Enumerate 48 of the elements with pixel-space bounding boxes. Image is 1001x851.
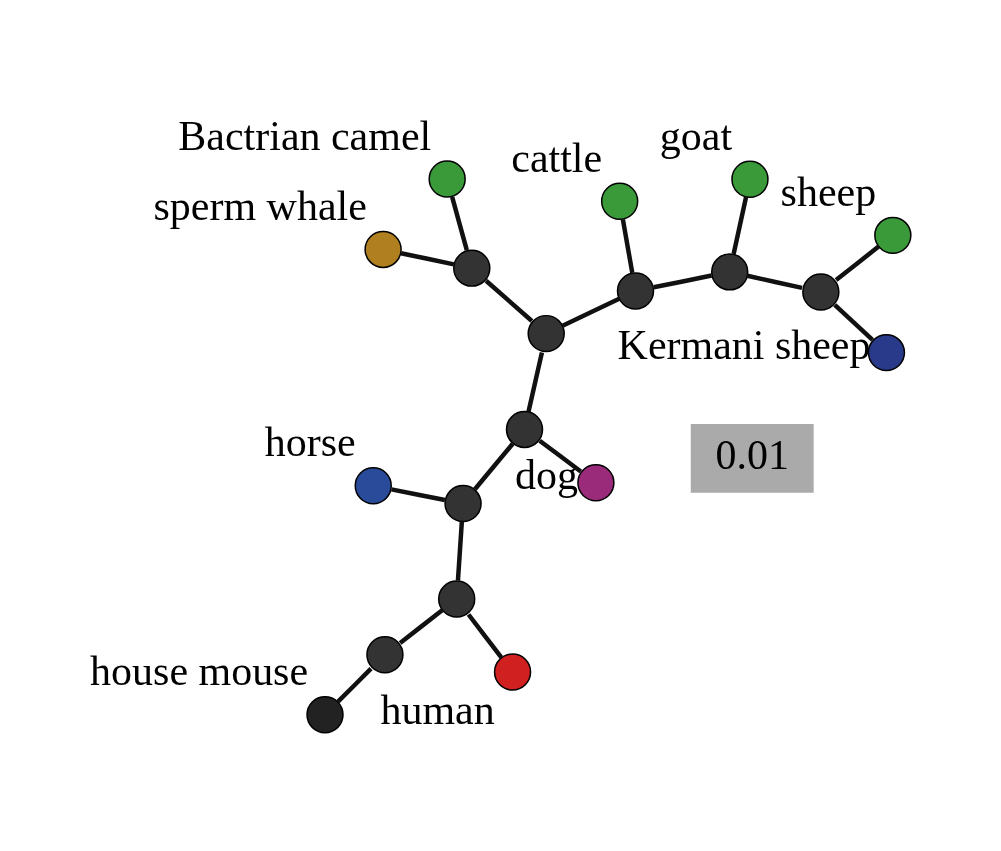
connector — [400, 251, 454, 267]
node-circle — [505, 410, 543, 449]
node-circle — [576, 464, 615, 502]
node-circle — [305, 695, 344, 734]
connector — [484, 279, 533, 323]
node-circle — [710, 253, 748, 291]
node-circle — [730, 160, 769, 199]
connector — [561, 296, 620, 328]
connector — [730, 196, 748, 255]
node-label: Bactrian camel — [177, 112, 431, 159]
node-label: dog — [514, 452, 578, 499]
node-label: Kermani sheep — [617, 322, 870, 369]
connector — [390, 487, 445, 503]
node-circle — [365, 636, 404, 674]
node-circle — [801, 273, 840, 311]
node-circle — [437, 580, 475, 618]
node-circle — [427, 160, 466, 198]
node-circle — [493, 653, 531, 691]
node-circle — [452, 249, 490, 287]
node-circle — [354, 467, 392, 505]
connector — [466, 613, 503, 659]
node-circle — [616, 272, 654, 310]
node-circle — [600, 182, 638, 220]
connector — [398, 608, 444, 645]
node-label: sperm whale — [153, 183, 367, 230]
node-label: house mouse — [89, 648, 308, 695]
label: 0.01 — [714, 432, 789, 479]
node-circle — [526, 314, 565, 353]
node-label: sheep — [780, 168, 876, 215]
node-label: cattle — [510, 134, 602, 181]
connector — [834, 244, 880, 282]
connector — [455, 521, 464, 581]
node-circle — [363, 230, 402, 269]
connector — [537, 438, 582, 474]
connector — [652, 273, 712, 290]
node-label: horse — [264, 419, 356, 466]
connector — [449, 196, 469, 251]
connector — [832, 303, 874, 342]
connector — [620, 219, 634, 274]
connector — [472, 442, 514, 491]
node-circle — [443, 484, 482, 523]
connector — [335, 667, 373, 704]
connector — [525, 351, 544, 413]
node-circle — [873, 216, 912, 255]
node-label: human — [379, 686, 495, 733]
node-circle — [867, 333, 905, 372]
node-label: goat — [659, 112, 732, 159]
connector — [746, 273, 803, 291]
